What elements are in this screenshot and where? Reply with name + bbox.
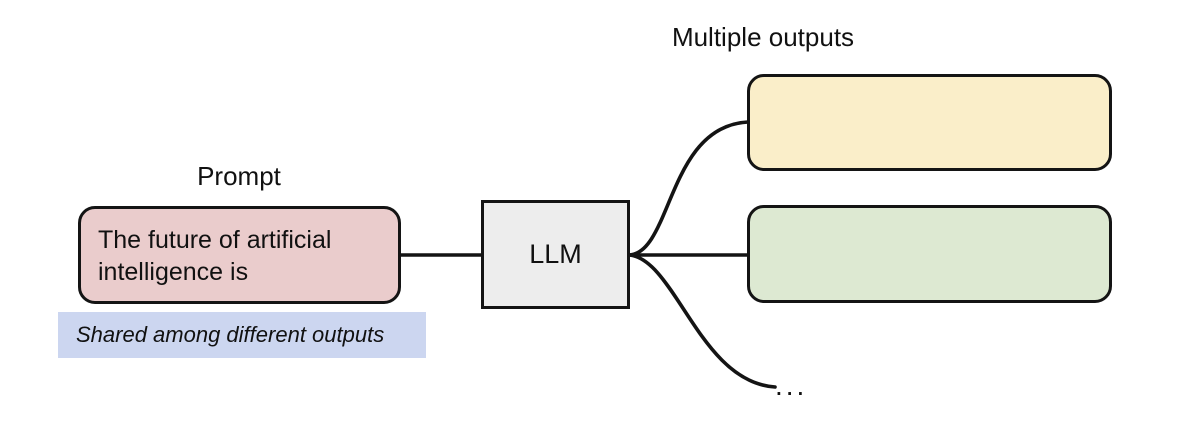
multiple-outputs-label: Multiple outputs xyxy=(671,22,855,52)
prompt-node: The future of artificial intelligence is xyxy=(78,206,401,304)
llm-node-label: LLM xyxy=(529,239,582,269)
shared-among-banner-text: Shared among different outputs xyxy=(76,322,385,347)
output-node-1 xyxy=(747,74,1112,171)
llm-node: LLM xyxy=(481,200,630,309)
output-node-2 xyxy=(747,205,1112,303)
prompt-label: Prompt xyxy=(197,161,281,191)
edge-llm-to-output-1 xyxy=(628,120,750,257)
prompt-node-text: The future of artificial intelligence is xyxy=(98,226,332,286)
shared-among-banner: Shared among different outputs xyxy=(58,312,426,358)
ellipsis-label: ... xyxy=(775,370,808,401)
